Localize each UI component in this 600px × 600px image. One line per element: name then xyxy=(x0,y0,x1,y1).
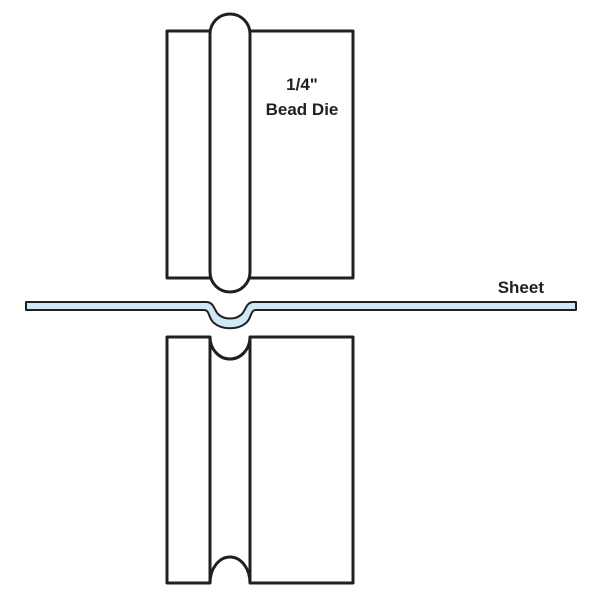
lower-die xyxy=(165,335,355,585)
upper-die-body xyxy=(165,29,355,280)
upper-die xyxy=(165,12,355,294)
die-size-label: 1/4" xyxy=(286,75,318,94)
sheet xyxy=(25,301,577,330)
sheet-label: Sheet xyxy=(498,278,545,297)
die-name-label: Bead Die xyxy=(266,100,339,119)
upper-bead-roller xyxy=(208,12,252,294)
lower-die-groove-lines xyxy=(208,337,252,583)
lower-die-body xyxy=(165,335,355,585)
